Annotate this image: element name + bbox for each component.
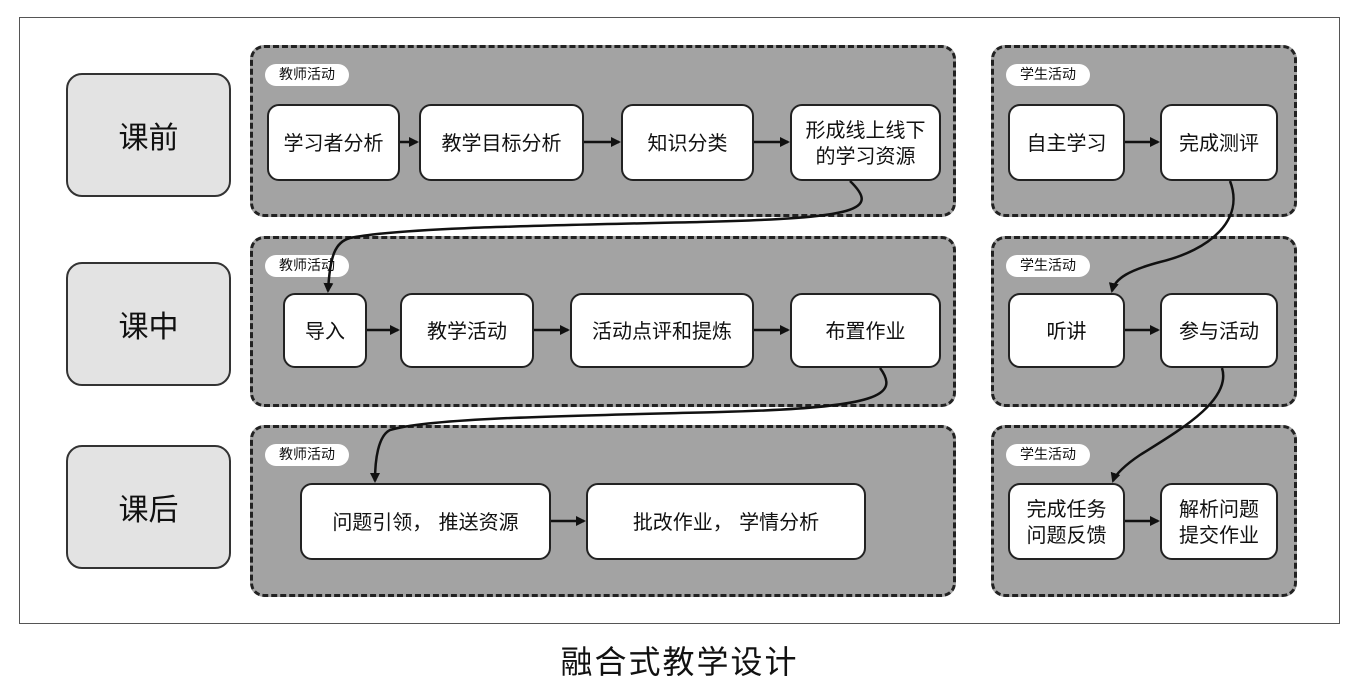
node-self-study: 自主学习: [1008, 104, 1125, 181]
node-teaching-activity: 教学活动: [400, 293, 534, 368]
teacher-activity-tag: 教师活动: [265, 64, 349, 86]
node-grade-homework-analysis: 批改作业， 学情分析: [586, 483, 866, 560]
node-assign-homework: 布置作业: [790, 293, 941, 368]
node-introduction: 导入: [283, 293, 367, 368]
teacher-activity-tag: 教师活动: [265, 255, 349, 277]
node-analyze-problem-submit-homework: 解析问题 提交作业: [1160, 483, 1278, 560]
node-activity-review: 活动点评和提炼: [570, 293, 754, 368]
node-complete-task-feedback: 完成任务 问题反馈: [1008, 483, 1125, 560]
node-teaching-objective-analysis: 教学目标分析: [419, 104, 584, 181]
phase-in-class: 课中: [66, 262, 231, 386]
teacher-activity-tag: 教师活动: [265, 444, 349, 466]
node-problem-guidance-push-resources: 问题引领， 推送资源: [300, 483, 551, 560]
phase-post-class: 课后: [66, 445, 231, 569]
node-learner-analysis: 学习者分析: [267, 104, 400, 181]
phase-pre-class: 课前: [66, 73, 231, 197]
diagram-caption: 融合式教学设计: [560, 643, 799, 681]
node-participate-activity: 参与活动: [1160, 293, 1278, 368]
node-knowledge-classification: 知识分类: [621, 104, 754, 181]
node-online-offline-resources: 形成线上线下 的学习资源: [790, 104, 941, 181]
student-activity-tag: 学生活动: [1006, 255, 1090, 277]
node-complete-assessment: 完成测评: [1160, 104, 1278, 181]
student-activity-tag: 学生活动: [1006, 444, 1090, 466]
student-activity-tag: 学生活动: [1006, 64, 1090, 86]
node-listen: 听讲: [1008, 293, 1125, 368]
